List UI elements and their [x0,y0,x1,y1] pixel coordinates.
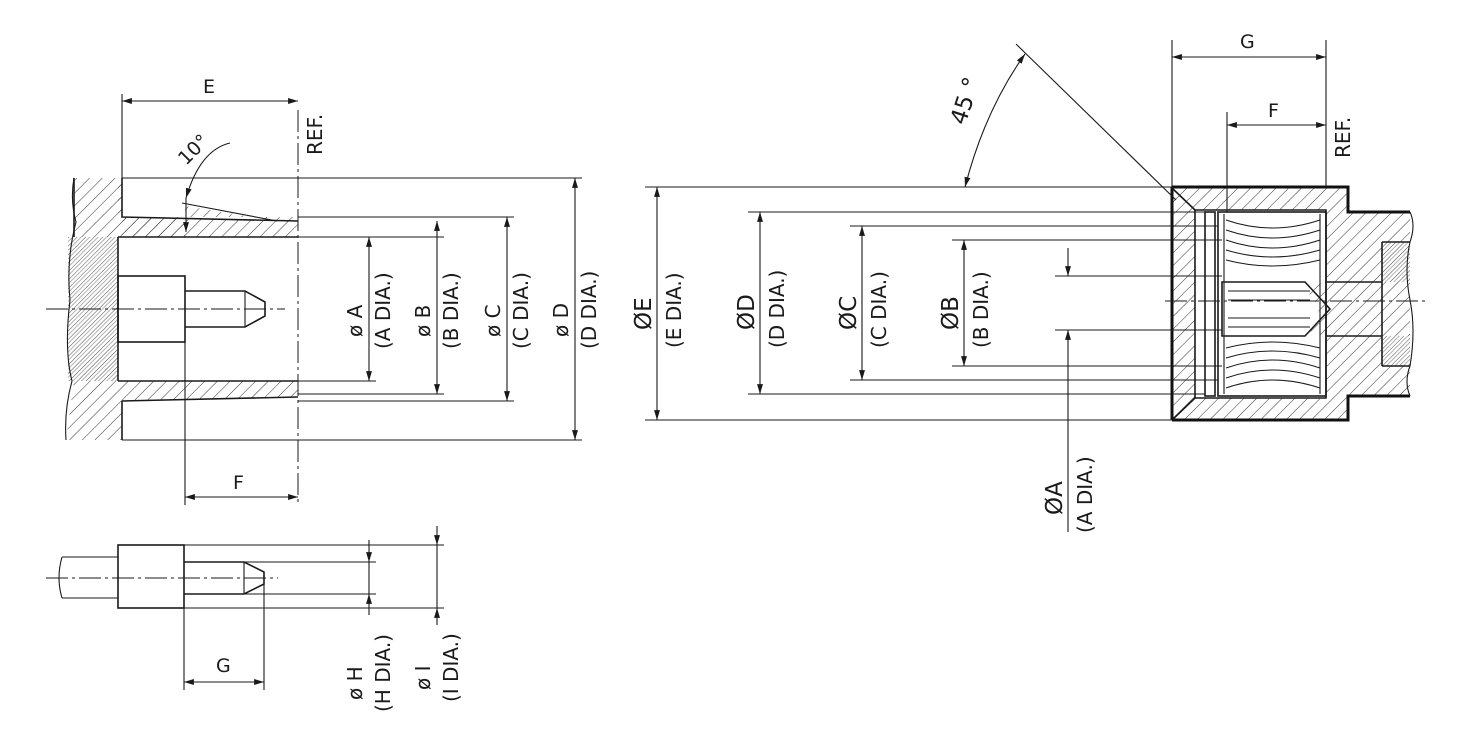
right-dia-e-caption: (E DIA.) [662,272,686,348]
right-dia-e-symbol: ØE [631,297,657,330]
dia-d-symbol: ø D [549,303,573,337]
right-dim-f-label: F [1268,100,1279,122]
dia-i-symbol: ø I [411,666,435,691]
angle-45-label: 45 ° [946,74,986,128]
right-dia-a-caption: (A DIA.) [1073,456,1097,533]
right-dia-d-symbol: ØD [734,294,760,330]
right-dia-c-caption: (C DIA.) [867,271,891,348]
pin-detail-view: G ø H (H DIA.) ø I (I DIA.) [46,526,463,712]
dim-g-label: G [216,655,231,677]
dia-i-caption: (I DIA.) [439,633,463,702]
dia-d-caption: (D DIA.) [577,271,601,349]
dia-h-caption: (H DIA.) [371,634,395,712]
dia-a-symbol: ø A [343,304,367,337]
left-socket-section: REF. E F 10° ø A (A DIA.) ø [46,76,601,505]
right-dia-c-symbol: ØC [836,296,862,330]
dia-c-caption: (C DIA.) [509,272,533,349]
angle-10-label: 10° [174,130,213,169]
right-plug-section: 45 ° G F REF. ØE (E DIA.) ØD (D DIA.) ØC… [631,31,1428,533]
dia-b-symbol: ø B [411,305,435,337]
right-dim-g-label: G [1240,31,1255,53]
dia-b-caption: (B DIA.) [439,272,463,349]
right-dia-d-caption: (D DIA.) [765,270,789,348]
dim-e-label: E [203,76,215,98]
dia-c-symbol: ø C [481,304,505,337]
dim-f-label: F [233,472,244,494]
right-dia-b-caption: (B DIA.) [969,271,993,348]
dia-h-symbol: ø H [343,666,367,700]
ref-label: REF. [303,114,327,155]
dia-a-caption: (A DIA.) [371,272,395,349]
right-dia-b-symbol: ØB [938,296,964,330]
right-dia-a-symbol: ØA [1042,481,1068,515]
right-ref-label: REF. [1331,117,1355,158]
